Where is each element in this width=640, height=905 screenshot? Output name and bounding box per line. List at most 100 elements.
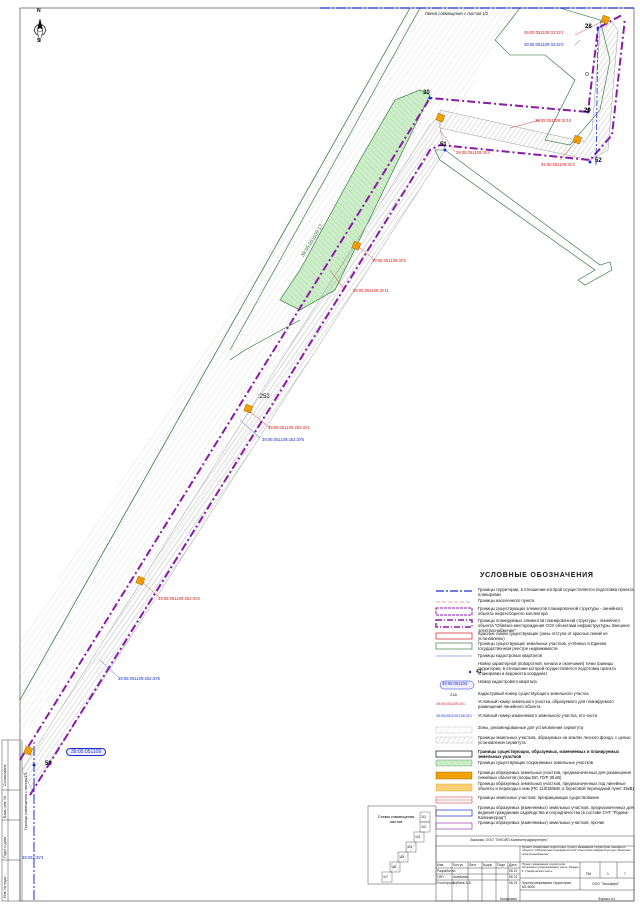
blue-leaders (99, 39, 581, 678)
point-markers (32, 26, 600, 767)
stamp-label-3: Согласовано (3, 764, 7, 786)
green-parcel (279, 89, 431, 311)
green-small (229, 319, 301, 361)
point-o: О (585, 72, 589, 78)
label-blue-2: 39:05:051109:252:3У5 (262, 437, 304, 442)
label-blue-1: 39:05:051109:33:3У2 (524, 42, 564, 47)
legend-row: Границы планируемых элементов планировоч… (478, 618, 630, 633)
legend-row: Границы населенного пункта (478, 598, 535, 603)
scheme-sheet-7: 1/7 (383, 875, 388, 879)
scheme-sheet-6: 1/6 (391, 865, 396, 869)
legend-cad-sample: 218 (450, 692, 457, 697)
legend-row: Границы земельных участков, прекращающих… (478, 795, 600, 800)
stamp-label-2: Взам. инв. № (3, 795, 7, 818)
green-boundary-1 (19, 7, 411, 701)
tb-sheet-title: Проект межевания территории. Основная (у… (522, 862, 579, 873)
tb-role-1: ГИП (437, 875, 444, 879)
tb-sheet: 1 (607, 872, 609, 876)
legend-quarter-sample: 39:05:051104 (442, 681, 468, 686)
north-label: N (37, 8, 41, 14)
support-markers (23, 14, 611, 756)
label-red-7: 39:05:051109:252:3У1 (268, 425, 310, 430)
label-red-1: 39:05:051109:33:3У1 (524, 30, 564, 35)
tb-code: Заказчик: ООО "ЛУКОЙЛ-Калининградморнефт… (470, 838, 549, 842)
legend-row: Зоны, рекомендованные для установления с… (478, 725, 584, 730)
point-252: :252 (258, 394, 270, 400)
legend-title: УСЛОВНЫЕ ОБОЗНАЧЕНИЯ (480, 572, 594, 579)
title-block (435, 835, 635, 902)
south-label: S (37, 38, 41, 44)
legend-symbols (435, 590, 475, 830)
legend-row: Границы образуемых (изменяемых) земельны… (478, 805, 634, 820)
legend-num-41: 41 (476, 669, 482, 675)
point-51: 51 (440, 142, 447, 148)
tb-role-2: Н.контроль (437, 881, 455, 885)
label-quarter: 39:05:051109 (66, 748, 107, 756)
legend-row: Границы территории, в отношении которой … (478, 587, 634, 597)
legend-row: Границы кадастровых кварталов (478, 653, 542, 658)
north-arrow-icon (34, 18, 46, 43)
combine-line-text: Линия совмещения с листом 1/2 (425, 11, 489, 16)
legend-row: Границы образуемых земельных участков, п… (478, 770, 631, 780)
tb-col-1: Кол.уч (453, 863, 464, 867)
legend-row: Красные линии существующие (зоны отступа… (478, 631, 608, 641)
tb-col-4: Подп. (497, 863, 507, 867)
tb-name-0: Акиньева (453, 875, 468, 879)
legend-red-sample: 39:05:051109:3У1 (436, 702, 465, 706)
legend-row: Номер характерной (поворотной, начала и … (478, 661, 616, 676)
legend-blue-sample: 39:05:051109:108:3У1 (436, 714, 472, 718)
tb-drawing: Чертеж межевания территории М1:5000 (522, 881, 572, 889)
blue-boundary-right (595, 27, 599, 166)
label-blue-3: 39:05:051109:252:3У5 (118, 676, 160, 681)
label-red-6: 39:05:051109:3У11 (353, 288, 389, 293)
legend-row: Условный номер земельного участка, образ… (478, 699, 614, 709)
scheme-sheet-3: 1/3 (415, 835, 420, 839)
tb-col-3: №док (483, 863, 492, 867)
legend-row: Границы существующих земельных участков,… (478, 641, 606, 651)
leader-lines (139, 19, 606, 599)
legend-row: Условный номер изменяемого земельного уч… (478, 713, 597, 718)
legend-row: Границы существующих сохраняемых земельн… (478, 760, 594, 765)
label-red-2: 39:05:051109:3У10 (535, 118, 572, 123)
legend-row: Кадастровый номер существующего земельно… (478, 691, 589, 696)
stamp-label-0: Инв. № подл. (3, 875, 7, 898)
scheme-sheet-4: 1/4 (407, 845, 412, 849)
green-boundary-2 (229, 7, 421, 351)
tb-date-1: 06.21 (509, 875, 518, 879)
label-bottom-left: 39:252:3У3 (22, 855, 44, 860)
legend-row: Границы образуемых (изменяемых) земельны… (478, 820, 605, 825)
tb-role-0: Разработал (437, 869, 456, 873)
tb-project: Проект планировки территории, проект меж… (522, 845, 631, 856)
point-52: 52 (595, 158, 602, 164)
label-red-8: 39:05:051109:252:3У2 (158, 596, 200, 601)
tb-date-2: 06.21 (509, 881, 518, 885)
legend: УСЛОВНЫЕ ОБОЗНАЧЕНИЯ Границы территории,… (436, 566, 634, 825)
corridor-main (21, 114, 446, 791)
green-branch-road (434, 149, 613, 286)
legend-row: Границы существующих элементов планирово… (478, 606, 623, 616)
scheme-sheet-1: 1/1 (421, 815, 426, 819)
point-30: 30 (423, 90, 430, 96)
tb-company: ООО "Экосфера" (592, 882, 620, 886)
stamp-label-1: Подп. и дата (3, 836, 7, 858)
point-28: 28 (585, 24, 592, 30)
scheme-sheet-5: 1/5 (399, 855, 404, 859)
legend-row: Номер кадастрового квартала (478, 679, 537, 684)
tb-footer-right: Формат А1 (598, 897, 616, 901)
legend-row: Границы существующих, образуемых, изменя… (478, 749, 620, 759)
tb-col-5: Дата (509, 863, 517, 867)
point-29: 29 (584, 108, 591, 114)
left-stamp (1, 739, 21, 902)
label-red-5: 39:05:051109:3У5 (372, 258, 406, 263)
corridor-top (439, 21, 619, 161)
tb-name-1: Бабаев А.Е. (453, 881, 472, 885)
tb-stage: ПМ (586, 872, 592, 876)
tb-col-0: Изм. (437, 863, 445, 867)
legend-row: Границы земельных участков, образуемых н… (478, 735, 631, 745)
scheme-title: Схема совмещения листов (377, 814, 415, 824)
label-red-4: 39:05:051109:3У3 (541, 162, 575, 167)
tb-footer-left: Копировал (500, 897, 517, 901)
point-50: 50 (45, 761, 52, 767)
tb-sheets: 7 (624, 872, 626, 876)
